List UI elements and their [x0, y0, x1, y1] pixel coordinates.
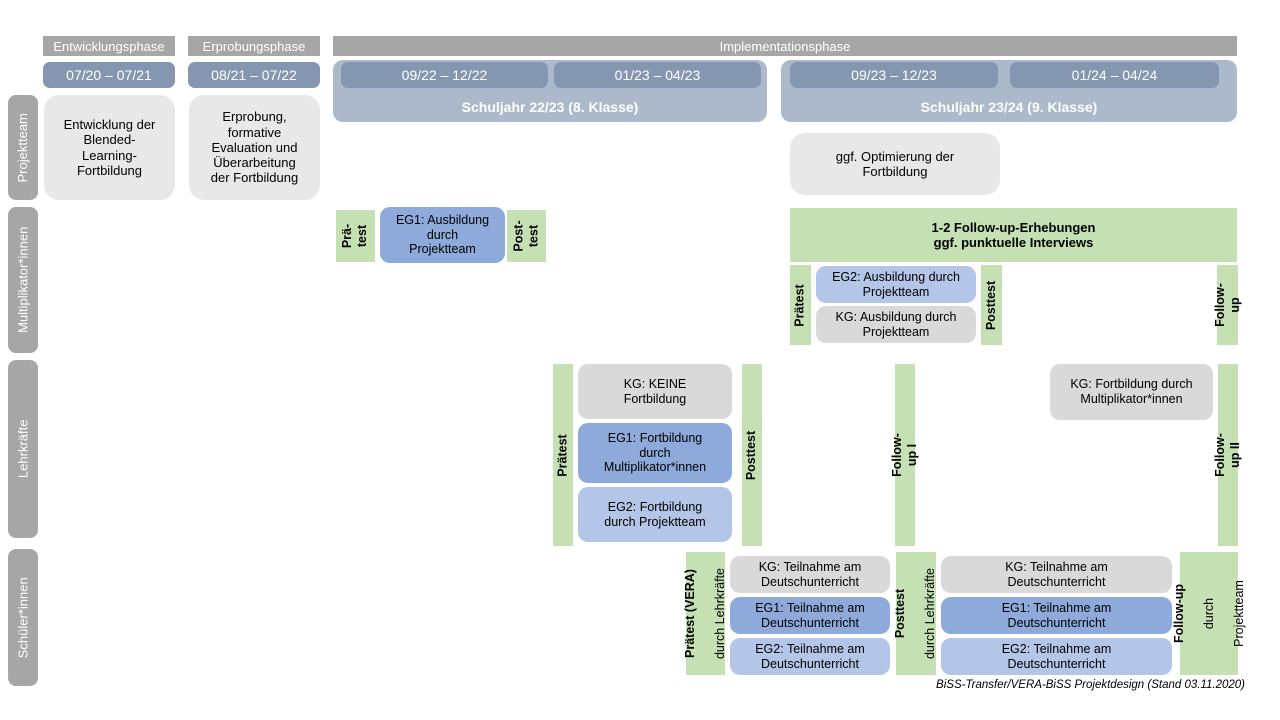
schueler-posttest: Posttest durch Lehrkräfte: [893, 552, 938, 675]
praetest-vera-label: Prätest (VERA): [683, 569, 697, 658]
row-label-projektteam: Projektteam: [8, 95, 38, 200]
lehrkraefte-followup-2: Follow-up II: [1213, 364, 1242, 546]
row-label-multiplikatorinnen: Multiplikator*innen: [8, 207, 38, 353]
multiplikatoren-praetest-1: Prä- test: [336, 210, 375, 262]
phase-bar-entwicklungsphase: Entwicklungsphase: [43, 36, 175, 56]
lehrkraefte-praetest: Prätest: [553, 364, 573, 546]
box-kg-keine-fortbildung: KG: KEINE Fortbildung: [578, 364, 732, 419]
box-followup-erhebungen: 1-2 Follow-up-Erhebungen ggf. punktuelle…: [790, 208, 1237, 262]
box-eg2-ausbildung-projektteam: EG2: Ausbildung durch Projektteam: [816, 266, 976, 303]
box-kg-deutschunterricht-2: KG: Teilnahme am Deutschunterricht: [941, 556, 1172, 593]
box-eg1-fortbildung-multiplikatoren: EG1: Fortbildung durch Multiplikator*inn…: [578, 423, 732, 483]
lehrkraefte-posttest: Posttest: [742, 364, 762, 546]
box-kg-fortbildung-multiplikatoren: KG: Fortbildung durch Multiplikator*inne…: [1050, 364, 1213, 420]
lehrkraefte-followup-1: Follow-up I: [890, 364, 919, 546]
school-year-22-23-label: Schuljahr 22/23 (8. Klasse): [461, 99, 639, 115]
period-09-23-12-23: 09/23 – 12/23: [790, 62, 998, 88]
followup-sublabel-2: Projektteam: [1231, 580, 1246, 647]
box-eg1-ausbildung-projektteam: EG1: Ausbildung durch Projektteam: [380, 207, 505, 263]
schueler-praetest-vera: Prätest (VERA) durch Lehrkräfte: [683, 552, 727, 675]
box-eg1-deutschunterricht-1: EG1: Teilnahme am Deutschunterricht: [730, 597, 890, 634]
period-09-22-12-22: 09/22 – 12/22: [341, 62, 548, 88]
school-year-23-24-container: 09/23 – 12/23 01/24 – 04/24 Schuljahr 23…: [781, 60, 1237, 122]
praetest-vera-sublabel: durch Lehrkräfte: [713, 567, 727, 660]
box-optimierung-fortbildung: ggf. Optimierung der Fortbildung: [790, 133, 1000, 195]
box-eg2-fortbildung-projektteam: EG2: Fortbildung durch Projektteam: [578, 487, 732, 542]
multiplikatoren-praetest-2: Prätest: [790, 265, 811, 345]
row-label-schuelerinnen: Schüler*innen: [8, 549, 38, 686]
period-01-24-04-24: 01/24 – 04/24: [1010, 62, 1219, 88]
diagram-caption: BiSS-Transfer/VERA-BiSS Projektdesign (S…: [936, 679, 1245, 691]
box-eg1-deutschunterricht-2: EG1: Teilnahme am Deutschunterricht: [941, 597, 1172, 634]
followup-label: Follow-up: [1171, 583, 1186, 644]
phase-bar-implementationsphase: Implementationsphase: [333, 36, 1237, 56]
posttest-sublabel: durch Lehrkräfte: [923, 567, 938, 660]
box-entwicklung-fortbildung: Entwicklung der Blended- Learning- Fortb…: [44, 95, 175, 200]
multiplikatoren-posttest-1: Post- test: [507, 210, 546, 262]
box-kg-ausbildung-projektteam: KG: Ausbildung durch Projektteam: [816, 306, 976, 343]
period-07-20-07-21: 07/20 – 07/21: [43, 62, 175, 88]
row-label-lehrkraefte: Lehrkräfte: [8, 360, 38, 538]
schueler-followup: Follow-up durch Projektteam: [1172, 552, 1246, 675]
box-eg2-deutschunterricht-2: EG2: Teilnahme am Deutschunterricht: [941, 638, 1172, 675]
school-year-23-24-label: Schuljahr 23/24 (9. Klasse): [920, 99, 1098, 115]
box-eg2-deutschunterricht-1: EG2: Teilnahme am Deutschunterricht: [730, 638, 890, 675]
box-kg-deutschunterricht-1: KG: Teilnahme am Deutschunterricht: [730, 556, 890, 593]
posttest-label: Posttest: [893, 588, 908, 639]
multiplikatoren-posttest-2: Posttest: [981, 265, 1002, 345]
multiplikatoren-followup: Follow-up: [1213, 265, 1242, 345]
followup-sublabel-1: durch: [1201, 597, 1216, 630]
school-year-22-23-container: 09/22 – 12/22 01/23 – 04/23 Schuljahr 22…: [333, 60, 767, 122]
period-01-23-04-23: 01/23 – 04/23: [554, 62, 761, 88]
box-erprobung-evaluation: Erprobung, formative Evaluation und Über…: [189, 95, 320, 200]
phase-bar-erprobungsphase: Erprobungsphase: [188, 36, 320, 56]
period-08-21-07-22: 08/21 – 07/22: [188, 62, 320, 88]
